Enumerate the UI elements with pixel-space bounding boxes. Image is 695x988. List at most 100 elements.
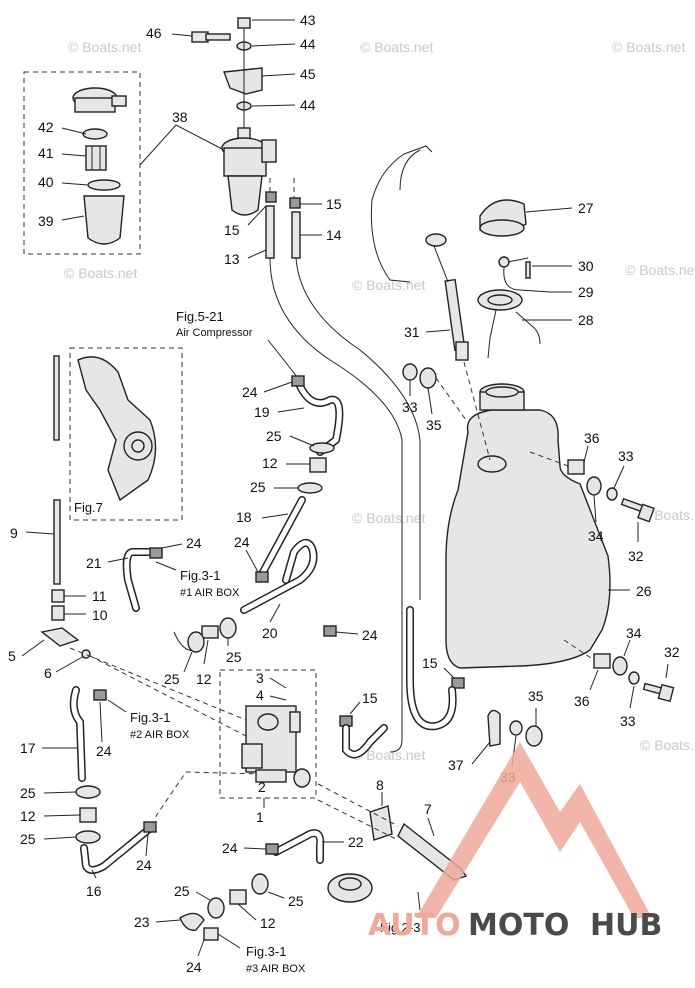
part-label-46: 46 bbox=[146, 25, 162, 41]
part-label-14: 14 bbox=[326, 227, 342, 243]
clamp-24 bbox=[291, 375, 305, 387]
part-label-15: 15 bbox=[422, 655, 438, 671]
clip-25 bbox=[187, 631, 205, 653]
fuel-pump bbox=[241, 705, 301, 783]
part-label-24: 24 bbox=[234, 534, 250, 550]
part-label-12: 12 bbox=[262, 455, 278, 471]
ref-fig-7: Fig.7 bbox=[74, 500, 103, 515]
part-label-29: 29 bbox=[578, 284, 594, 300]
part-label-17: 17 bbox=[20, 740, 36, 756]
part-label-25: 25 bbox=[288, 893, 304, 909]
part-label-24: 24 bbox=[186, 959, 202, 975]
grommet-hole bbox=[338, 877, 362, 891]
rod-joint-5 bbox=[40, 627, 80, 647]
part-label-15: 15 bbox=[326, 196, 342, 212]
clamp-15 bbox=[451, 677, 465, 689]
part-label-15: 15 bbox=[362, 690, 378, 706]
part-label-44: 44 bbox=[300, 36, 316, 52]
clamp-24 bbox=[93, 689, 107, 701]
part-label-33: 33 bbox=[620, 713, 636, 729]
part-label-24: 24 bbox=[242, 384, 258, 400]
fuel-tank-26 bbox=[445, 383, 611, 669]
joint-12 bbox=[309, 457, 327, 473]
watermark: © Boats.net bbox=[352, 510, 425, 526]
ref-air-box-2: #2 AIR BOX bbox=[130, 729, 190, 741]
clip-25 bbox=[309, 442, 335, 454]
watermark: © Boats.net bbox=[625, 262, 695, 278]
part-label-4: 4 bbox=[256, 687, 264, 703]
part-label-45: 45 bbox=[300, 66, 316, 82]
washer-33 bbox=[509, 720, 523, 736]
part-label-41: 41 bbox=[38, 145, 54, 161]
fuel-cap-27 bbox=[479, 199, 527, 237]
part-label-13: 13 bbox=[224, 251, 240, 267]
pump-box bbox=[219, 669, 317, 799]
part-label-25: 25 bbox=[20, 785, 36, 801]
ref-fig-3-1: Fig.3-1 bbox=[180, 568, 220, 583]
part-label-32: 32 bbox=[628, 548, 644, 564]
part-label-24: 24 bbox=[362, 627, 378, 643]
part-label-31: 31 bbox=[404, 324, 420, 340]
part-label-3: 3 bbox=[256, 670, 264, 686]
part-label-25: 25 bbox=[266, 428, 282, 444]
screw-30 bbox=[498, 256, 510, 268]
watermark: © Boats.net bbox=[360, 39, 433, 55]
part-label-40: 40 bbox=[38, 174, 54, 190]
part-label-39: 39 bbox=[38, 213, 54, 229]
clamp-15-left bbox=[265, 191, 277, 203]
ref-fig-3-1: Fig.3-1 bbox=[246, 944, 286, 959]
bolt-32 bbox=[642, 682, 675, 703]
part-label-33: 33 bbox=[402, 399, 418, 415]
part-label-25: 25 bbox=[250, 479, 266, 495]
part-label-1: 1 bbox=[256, 809, 264, 825]
part-label-44: 44 bbox=[300, 97, 316, 113]
part-label-24: 24 bbox=[222, 840, 238, 856]
part-label-30: 30 bbox=[578, 258, 594, 274]
bracket-23 bbox=[179, 912, 205, 931]
ref-fig-2-3: Fig.2-3 bbox=[380, 920, 420, 935]
hose-14 bbox=[291, 211, 301, 259]
logo-mountain-icon bbox=[416, 742, 652, 918]
part-label-25: 25 bbox=[20, 831, 36, 847]
sender-31 bbox=[444, 278, 466, 352]
nut-43 bbox=[237, 17, 251, 29]
part-label-9: 9 bbox=[10, 525, 18, 541]
automotohub-logo: AUTO MOTO HUB bbox=[368, 742, 662, 943]
clip-25 bbox=[75, 830, 101, 844]
watermark: © Boats.net bbox=[612, 39, 685, 55]
part-label-12: 12 bbox=[196, 671, 212, 687]
nut-11 bbox=[51, 589, 65, 603]
fuel-filter-assembly bbox=[221, 127, 277, 216]
ref-air-box-3: #3 AIR BOX bbox=[246, 963, 306, 975]
watermark: © Boats.net bbox=[352, 747, 425, 763]
logo-text-auto: AUTO bbox=[368, 908, 461, 943]
filter-element-41 bbox=[85, 145, 107, 171]
part-label-37: 37 bbox=[448, 757, 464, 773]
part-label-34: 34 bbox=[588, 528, 604, 544]
part-label-32: 32 bbox=[664, 644, 680, 660]
part-label-25: 25 bbox=[226, 649, 242, 665]
screw-30-body bbox=[525, 261, 531, 279]
part-label-43: 43 bbox=[300, 12, 316, 28]
washer-33 bbox=[628, 671, 640, 685]
ref-fig-5-21: Fig.5-21 bbox=[176, 309, 224, 324]
bracket-37 bbox=[487, 709, 501, 747]
part-label-12: 12 bbox=[20, 808, 36, 824]
grommet-34 bbox=[586, 476, 602, 496]
part-label-33: 33 bbox=[618, 448, 634, 464]
mount-bracket bbox=[77, 356, 157, 502]
part-label-25: 25 bbox=[174, 883, 190, 899]
part-label-34: 34 bbox=[626, 625, 642, 641]
clamp-24 bbox=[323, 625, 337, 637]
rod-9 bbox=[53, 499, 61, 585]
sender-flange bbox=[425, 233, 447, 247]
part-label-19: 19 bbox=[254, 404, 270, 420]
logo-text-hub: HUB bbox=[590, 908, 662, 943]
part-label-35: 35 bbox=[426, 417, 442, 433]
bolt-32 bbox=[620, 497, 655, 523]
ref-air-box-1: #1 AIR BOX bbox=[180, 587, 240, 599]
part-label-38: 38 bbox=[172, 109, 188, 125]
washer-33 bbox=[606, 487, 618, 501]
part-label-36: 36 bbox=[584, 430, 600, 446]
